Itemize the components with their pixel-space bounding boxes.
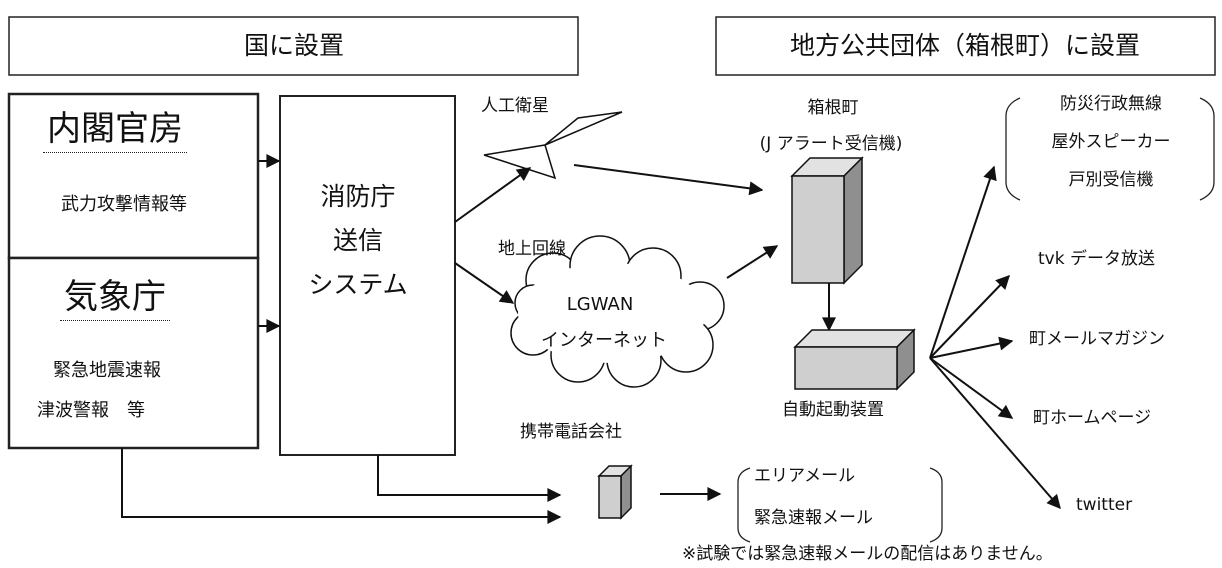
fdma-line-1: 消防庁 — [320, 182, 396, 211]
jalert-receiver-icon — [790, 156, 864, 285]
musen-line-3: 戸別受信機 — [1068, 170, 1154, 190]
jma-title: 気象庁 — [60, 280, 170, 321]
carrier-right-bracket — [929, 467, 943, 543]
auto-device-label: 自動起動装置 — [782, 400, 884, 420]
carrier-label: 携帯電話会社 — [520, 422, 622, 442]
jma-box — [7, 256, 260, 450]
jma-to-carrier-arrow — [121, 448, 562, 524]
musen-line-2: 屋外スピーカー — [1051, 132, 1171, 152]
satellite-label: 人工衛星 — [481, 96, 549, 116]
jma-detail-line-1: 緊急地震速報 — [53, 360, 161, 381]
emergency-mail-label: 緊急速報メール — [754, 508, 873, 528]
carrier-device-icon — [597, 464, 633, 520]
fdma-to-cloud-arrow — [454, 262, 515, 304]
fanout-arrow-mail — [929, 336, 1014, 359]
fdma-to-carrier-arrow — [377, 455, 562, 502]
fanout-arrow-musen — [929, 165, 997, 359]
national-header-text: 国に設置 — [243, 31, 345, 60]
cabinet-box — [7, 92, 260, 260]
cloud-lgwan-label: LGWAN — [566, 294, 634, 315]
fanout-arrow-homepage — [929, 357, 1014, 419]
area-mail-label: エリアメール — [754, 466, 856, 486]
twitter-label: twitter — [1076, 495, 1133, 515]
auto-start-device-icon — [793, 328, 916, 391]
cloud-to-receiver-arrow — [726, 245, 779, 279]
receiver-title: 箱根町 — [807, 98, 859, 118]
carrier-left-bracket — [737, 467, 751, 543]
fdma-box — [279, 95, 456, 456]
musen-left-bracket — [1005, 97, 1021, 201]
national-header-box — [8, 16, 579, 76]
receiver-subtitle: (J アラート受信機) — [759, 134, 903, 154]
musen-line-1: 防災行政無線 — [1060, 94, 1162, 114]
homepage-label: 町ホームページ — [1033, 408, 1152, 428]
fdma-to-satellite-arrow — [454, 167, 532, 223]
fanout-arrow-tvk — [929, 274, 1010, 359]
local-header-box — [715, 16, 1216, 76]
cloud-internet-label: インターネット — [541, 330, 667, 351]
fdma-line-2: 送信 — [332, 226, 384, 255]
cabinet-detail: 武力攻撃情報等 — [61, 194, 187, 215]
musen-right-bracket — [1199, 97, 1215, 201]
satellite-to-receiver-arrow — [573, 164, 764, 196]
footnote: ※試験では緊急速報メールの配信はありません。 — [682, 544, 1053, 564]
jma-detail-line-2: 津波警報 等 — [37, 400, 145, 421]
tvk-label: tvk データ放送 — [1038, 249, 1155, 269]
local-header-text: 地方公共団体（箱根町）に設置 — [789, 31, 1141, 60]
cabinet-title: 内閣官房 — [43, 112, 187, 153]
mail-magazine-label: 町メールマガジン — [1029, 329, 1165, 349]
satellite-icon — [483, 111, 623, 180]
fdma-line-3: システム — [308, 270, 408, 299]
ground-line-label: 地上回線 — [498, 239, 566, 259]
fanout-arrow-twitter — [929, 357, 1061, 510]
